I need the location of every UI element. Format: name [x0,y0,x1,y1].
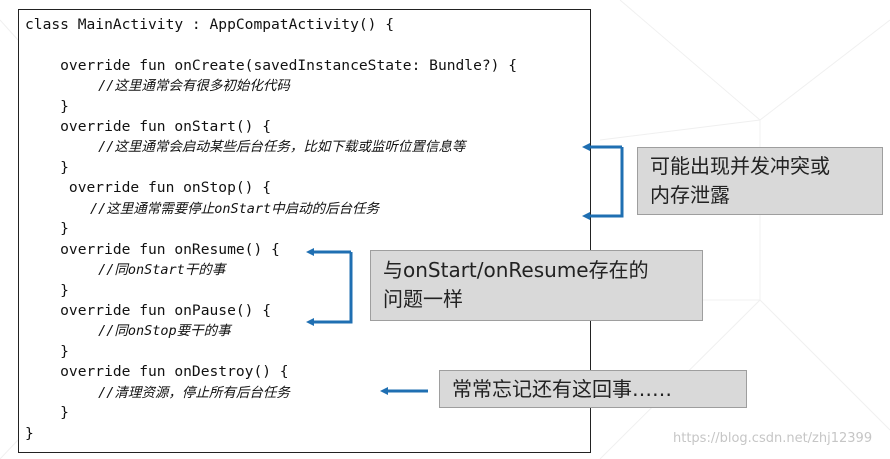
code-line-11: } [25,220,69,237]
code-line-8: } [25,159,69,176]
watermark: https://blog.csdn.net/zhj12399 [673,431,873,446]
code-line-14: } [25,282,69,299]
code-line-18: override fun onDestroy() { [25,363,289,380]
code-line-5: } [25,98,69,115]
code-line-9: override fun onStop() { [25,179,272,196]
code-comment-onstart: //这里通常会启动某些后台任务，比如下载或监听位置信息等 [25,139,466,155]
code-line-15: override fun onPause() { [25,302,272,319]
code-line-12: override fun onResume() { [25,241,280,258]
code-line-1: class MainActivity : AppCompatActivity()… [25,16,395,33]
code-line-20: } [25,404,69,421]
callout-forget: 常常忘记还有这回事…… [439,370,747,408]
callout-concurrency-leak: 可能出现并发冲突或 内存泄露 [637,147,883,215]
callout-same-problem-line1: 与onStart/onResume存在的 [383,258,649,282]
code-line-6: override fun onStart() { [25,118,272,135]
callout-same-problem-line2: 问题一样 [383,287,463,311]
code-comment-onpause: //同onStop要干的事 [25,323,231,339]
code-comment-ondestroy: //清理资源，停止所有后台任务 [25,385,290,401]
code-line-21: } [25,425,34,442]
callout-same-problem: 与onStart/onResume存在的 问题一样 [370,250,703,321]
code-comment-onstop: //这里通常需要停止onStart中启动的后台任务 [25,201,380,217]
callout-concurrency-line2: 内存泄露 [650,183,730,207]
code-line-3: override fun onCreate(savedInstanceState… [25,57,518,74]
callout-forget-text: 常常忘记还有这回事…… [452,377,672,401]
code-comment-onresume: //同onStart干的事 [25,262,226,278]
code-comment-oncreate: //这里通常会有很多初始化代码 [25,78,290,94]
code-line-17: } [25,343,69,360]
callout-concurrency-line1: 可能出现并发冲突或 [650,154,830,178]
